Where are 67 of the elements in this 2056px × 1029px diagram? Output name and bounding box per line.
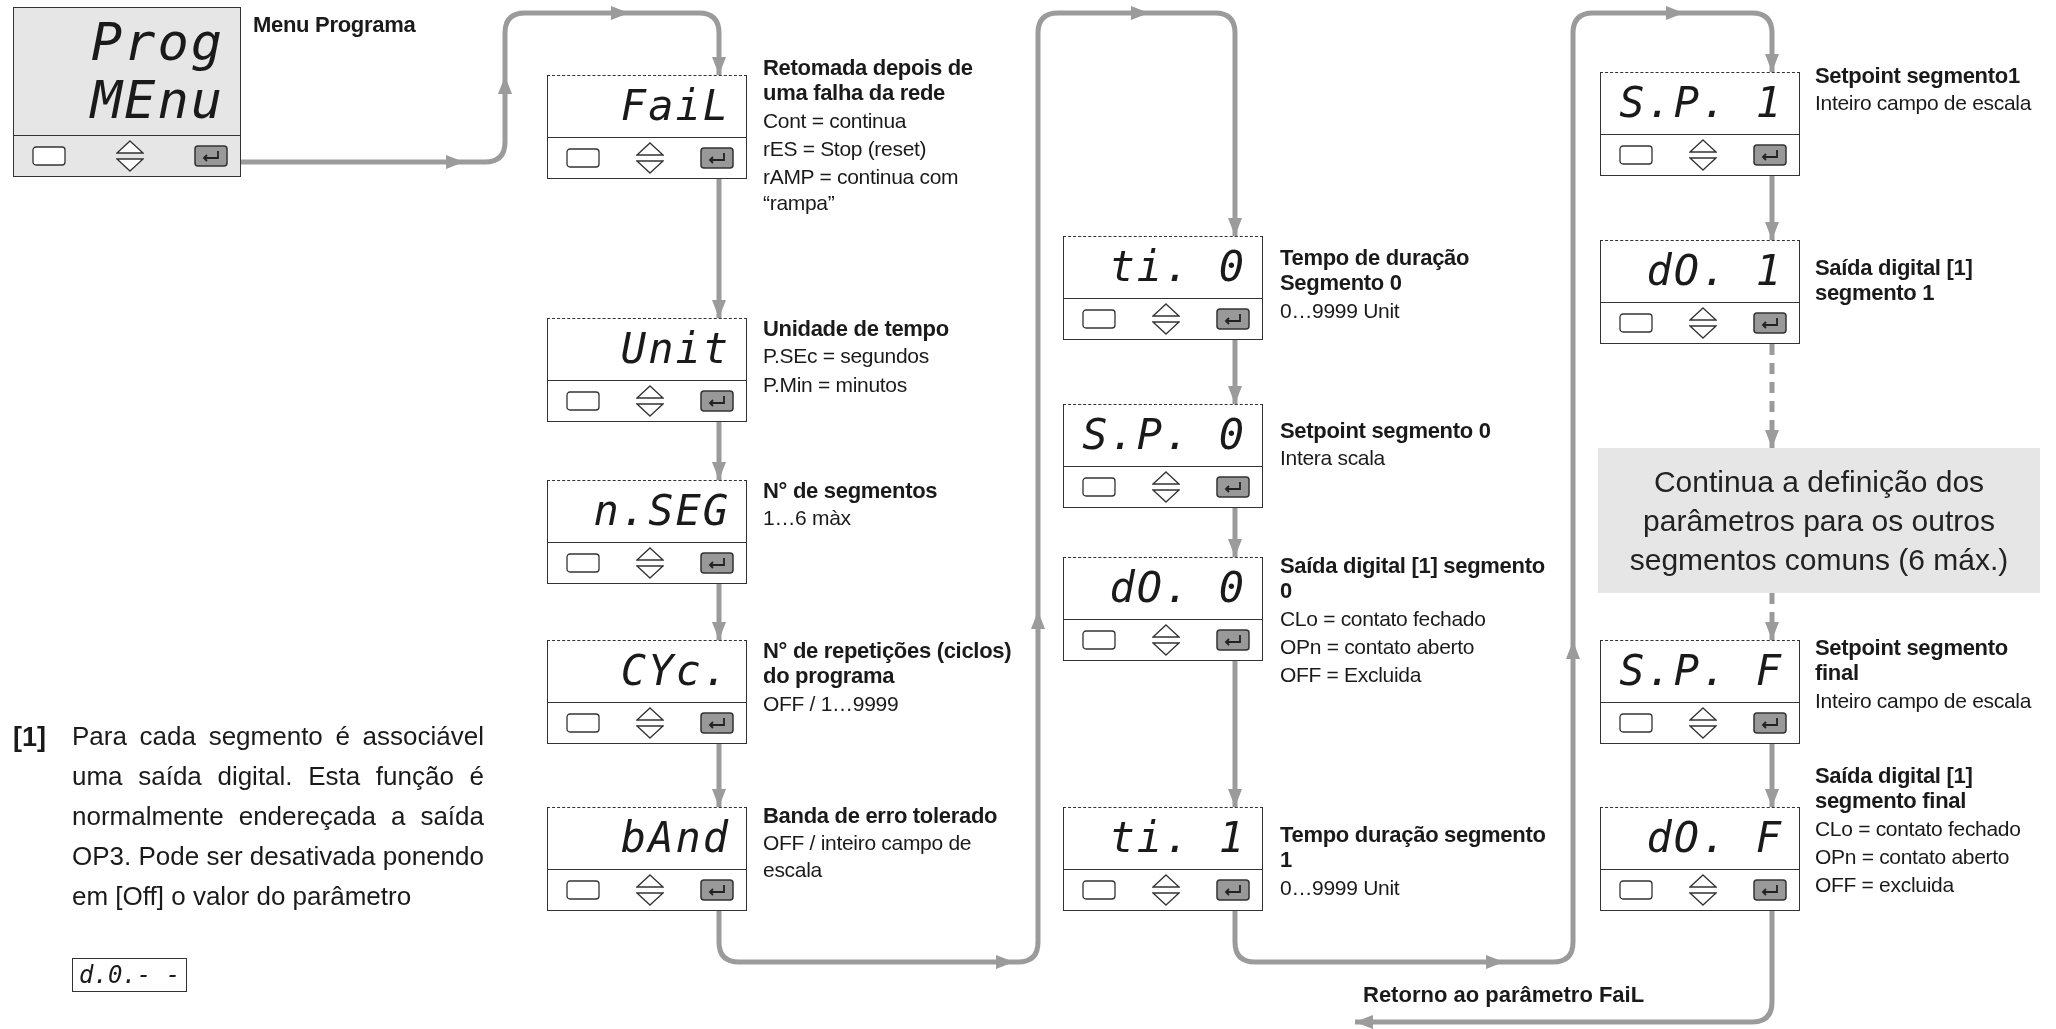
parameter-title: N° de segmentos <box>763 478 939 504</box>
display-readout: S.P. F <box>1619 648 1784 695</box>
parameter-description: Inteiro campo de escala <box>1815 687 2033 714</box>
display-panel <box>1063 557 1263 661</box>
parameter-title: Saída digital [1] segmento final <box>1815 763 1974 814</box>
parameter-description: CLo = contato fechado <box>1280 605 1487 632</box>
display-readout: ti. 0 <box>1109 244 1247 291</box>
parameter-description: 0…9999 Unit <box>1280 297 1401 324</box>
parameter-title: Tempo de duração Segmento 0 <box>1280 245 1471 296</box>
display-panel <box>547 75 747 179</box>
display-readout: MEnu <box>90 71 225 129</box>
display-panel <box>1600 807 1800 911</box>
parameter-title: Tempo duração segmento 1 <box>1280 822 1547 873</box>
parameter-title: Saída digital [1] segmento 1 <box>1815 255 1974 306</box>
display-panel <box>1600 640 1800 744</box>
note-text: Continua a definição dos parâmetros para os outros segmentos comuns (6 máx.) <box>1628 464 2010 578</box>
display-readout: dO. F <box>1646 815 1784 862</box>
parameter-title: Banda de erro tolerado <box>763 803 999 829</box>
display-readout: S.P. 0 <box>1082 412 1247 459</box>
parameter-description: CLo = contato fechado <box>1815 815 2022 842</box>
display-panel <box>547 480 747 584</box>
display-readout: FaiL <box>620 83 731 130</box>
display-readout: Prog <box>90 14 225 72</box>
parameter-description: OPn = contato aberto <box>1280 633 1476 660</box>
parameter-title: Setpoint segmento final <box>1815 635 2009 686</box>
parameter-title: Setpoint segmento1 <box>1815 63 2021 89</box>
display-readout: n.SEG <box>593 488 731 535</box>
display-panel <box>1063 404 1263 508</box>
parameter-description: OPn = contato aberto <box>1815 843 2011 870</box>
display-panel <box>1600 240 1800 344</box>
parameter-title: Retomada depois de uma falha da rede <box>763 55 974 106</box>
parameter-description: rES = Stop (reset) <box>763 135 928 162</box>
parameter-title: N° de repetições (ciclos) do programa <box>763 638 1013 689</box>
display-panel <box>547 807 747 911</box>
display-readout: Unit <box>620 326 731 373</box>
display-readout: dO. 1 <box>1646 248 1784 295</box>
parameter-title: Saída digital [1] segmento 0 <box>1280 553 1546 604</box>
parameter-readout: d.0.- - <box>72 958 188 992</box>
display-readout: CYc. <box>620 648 731 695</box>
footnote-text: Para cada segmento é associável uma saída digital. Esta função é normalmente endereçada a saída OP3. Pode ser desativada ponendo em [Off] o valor do parâmetro <box>72 720 484 913</box>
parameter-description: OFF = Excluida <box>1280 662 1423 689</box>
display-readout: S.P. 1 <box>1619 80 1784 127</box>
parameter-description: Intera scala <box>1280 445 1386 472</box>
display-readout: ti. 1 <box>1109 815 1247 862</box>
parameter-title: Menu Programa <box>253 12 417 38</box>
parameter-description: OFF / 1…9999 <box>763 690 900 717</box>
parameter-title: Unidade de tempo <box>763 316 950 342</box>
parameter-description: OFF = excluida <box>1815 872 1955 899</box>
display-panel <box>547 318 747 422</box>
parameter-description: rAMP = continua com “rampa” <box>763 164 960 217</box>
parameter-description: Cont = continua <box>763 107 908 134</box>
display-panel <box>1600 72 1800 176</box>
note-box <box>1598 448 2040 593</box>
parameter-title: Setpoint segmento 0 <box>1280 418 1492 444</box>
display-panel <box>1063 236 1263 340</box>
parameter-description: 0…9999 Unit <box>1280 874 1401 901</box>
display-panel <box>1063 807 1263 911</box>
footnote-mark: [1] <box>13 722 46 753</box>
display-panel <box>13 7 241 177</box>
parameter-description: OFF / inteiro campo de escala <box>763 830 973 883</box>
display-readout: dO. 0 <box>1109 565 1247 612</box>
parameter-description: Inteiro campo de escala <box>1815 90 2033 117</box>
parameter-description: 1…6 màx <box>763 505 852 532</box>
parameter-description: P.Min = minutos <box>763 371 908 398</box>
display-panel <box>547 640 747 744</box>
parameter-description: P.SEc = segundos <box>763 343 930 370</box>
display-readout: bAnd <box>620 815 731 862</box>
